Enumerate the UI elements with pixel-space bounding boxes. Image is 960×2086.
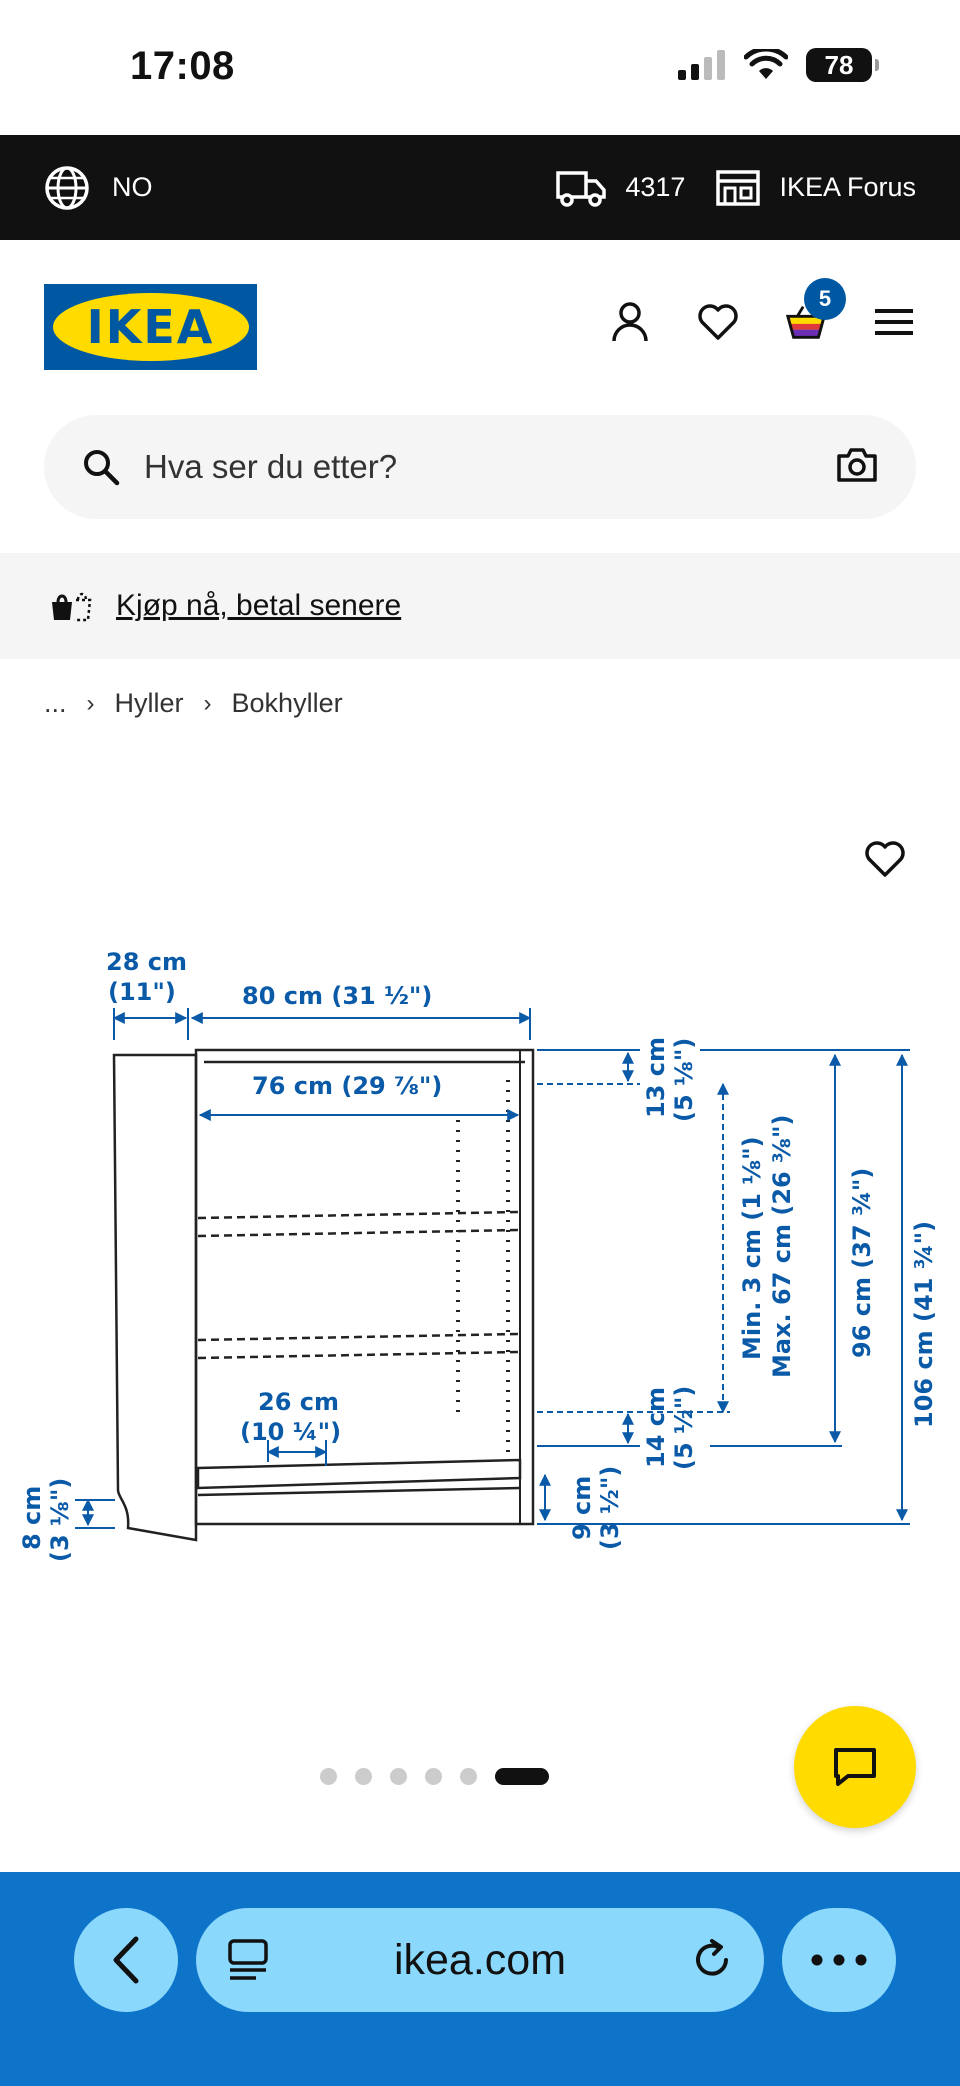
label-plinth-in: (3 ⅛") (46, 1478, 74, 1562)
battery-indicator: 78 (806, 48, 879, 82)
globe-icon (45, 165, 89, 210)
product-dimension-image: 28 cm (11") 80 cm (31 ½") 76 cm (29 ⅞") … (18, 948, 938, 1562)
carousel-dot[interactable] (424, 1768, 442, 1785)
breadcrumb: ... › Hyller › Bokhyller (44, 688, 343, 719)
search-input[interactable] (144, 448, 784, 486)
wishlist-button[interactable] (696, 300, 740, 344)
label-base-cm: 9 cm (568, 1476, 596, 1540)
delivery-postal[interactable]: 4317 (555, 168, 685, 208)
label-shelf-depth-cm: 26 cm (258, 1388, 339, 1416)
save-to-wishlist-button[interactable] (864, 840, 906, 883)
bookcase-drawing (112, 1048, 535, 1542)
carousel-dot-active[interactable] (494, 1768, 549, 1785)
reload-icon[interactable] (690, 1938, 734, 1982)
ellipsis-icon (811, 1954, 867, 1966)
chevron-right-icon: › (86, 689, 95, 717)
user-icon (612, 302, 648, 342)
status-time: 17:08 (130, 44, 235, 88)
label-plinth-cm: 8 cm (18, 1486, 46, 1550)
status-bar: 17:08 78 (0, 0, 960, 135)
search-icon (84, 450, 120, 486)
top-bar: NO 4317 IKEA Forus (0, 135, 960, 240)
pay-later-link[interactable]: Kjøp nå, betal senere (116, 589, 402, 622)
cart-button[interactable]: 5 (784, 278, 846, 344)
label-shelf-depth-in: (10 ¼") (240, 1418, 341, 1446)
breadcrumb-ellipsis[interactable]: ... (44, 688, 67, 718)
label-width: 80 cm (31 ½") (242, 982, 432, 1010)
promo-banner: Kjøp nå, betal senere (0, 553, 960, 659)
status-icons: 78 (678, 48, 879, 82)
visual-search-button[interactable] (836, 447, 878, 488)
signal-icon (678, 50, 725, 80)
dimension-labels: 28 cm (11") 80 cm (31 ½") 76 cm (29 ⅞") … (18, 948, 938, 1562)
language-code: NO (112, 172, 153, 202)
pay-later-icon (52, 592, 92, 622)
label-base-in: (3 ½") (596, 1466, 624, 1550)
label-depth-cm: 28 cm (106, 948, 187, 976)
label-total-height: 106 cm (41 ¾") (910, 1221, 938, 1428)
ikea-logo[interactable]: IKEA (44, 284, 257, 370)
logo-text: IKEA (86, 300, 215, 354)
url-text: ikea.com (393, 1935, 567, 1984)
carousel-dot[interactable] (354, 1768, 372, 1785)
label-bottom-gap-cm: 14 cm (642, 1387, 670, 1468)
label-adjust-max: Max. 67 cm (26 ⅜") (768, 1115, 796, 1378)
search-bar (44, 415, 916, 519)
label-bottom-gap-in: (5 ½") (670, 1386, 698, 1470)
cart-count-badge: 5 (804, 278, 846, 320)
label-inner-height: 96 cm (37 ¾") (848, 1168, 876, 1358)
label-top-gap-in: (5 ⅛") (670, 1038, 698, 1122)
site-header: IKEA 5 (0, 240, 960, 410)
heart-icon (698, 304, 738, 340)
breadcrumb-item[interactable]: Hyller (114, 688, 184, 718)
chevron-left-icon (113, 1936, 139, 1984)
store-icon (716, 169, 761, 206)
label-inner-width: 76 cm (29 ⅞") (252, 1072, 442, 1100)
postal-code: 4317 (625, 172, 686, 202)
browser-toolbar: ikea.com (0, 1872, 960, 2086)
breadcrumb-item[interactable]: Bokhyller (231, 688, 343, 718)
tabs-icon (228, 1939, 268, 1980)
store-selector[interactable]: IKEA Forus (715, 168, 916, 208)
back-button[interactable] (74, 1908, 178, 2012)
label-top-gap-cm: 13 cm (642, 1037, 670, 1118)
account-button[interactable] (608, 300, 652, 344)
address-bar[interactable]: ikea.com (196, 1908, 764, 2012)
more-options-button[interactable] (782, 1908, 896, 2012)
language-selector[interactable]: NO (44, 165, 153, 211)
store-name: IKEA Forus (779, 172, 916, 202)
label-adjust-min: Min. 3 cm (1 ⅛") (738, 1136, 766, 1360)
hamburger-icon (875, 309, 913, 335)
label-depth-in: (11") (108, 978, 176, 1006)
chevron-right-icon: › (203, 689, 212, 717)
image-carousel-pagination (0, 1768, 914, 1785)
heart-icon (865, 841, 905, 877)
carousel-dot[interactable] (459, 1768, 477, 1785)
wifi-icon (744, 49, 788, 79)
carousel-dot[interactable] (319, 1768, 337, 1785)
carousel-dot[interactable] (389, 1768, 407, 1785)
camera-icon (837, 447, 877, 482)
dimension-lines (75, 1008, 910, 1529)
chat-bubble-icon (834, 1748, 876, 1786)
truck-icon (556, 170, 607, 207)
chat-button[interactable] (794, 1706, 916, 1828)
menu-button[interactable] (872, 300, 916, 344)
